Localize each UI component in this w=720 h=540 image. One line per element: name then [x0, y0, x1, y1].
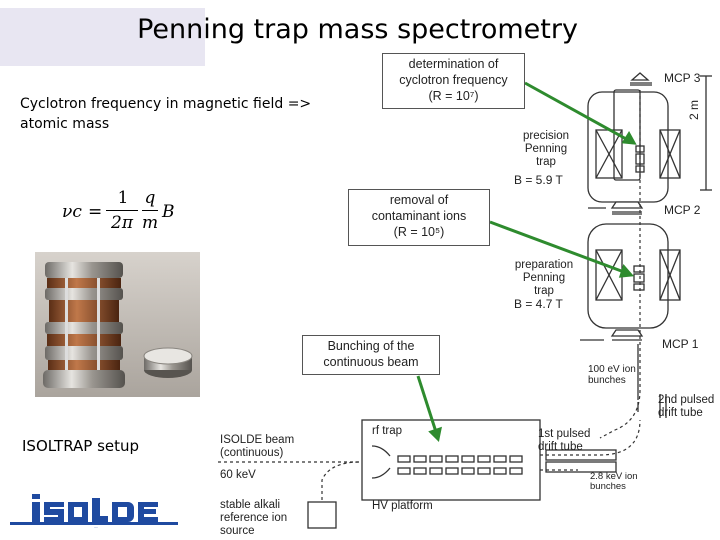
- callout-cyclotron-line1: determination of: [408, 57, 499, 71]
- page-title: Penning trap mass spectrometry: [137, 14, 578, 45]
- callout-removal-line2: contaminant ions: [371, 209, 467, 223]
- formula-rhs: B: [162, 202, 175, 222]
- trap-photo-illustration: [35, 252, 200, 397]
- formula-den2: m: [141, 213, 159, 233]
- formula-lhs: νc: [62, 202, 82, 222]
- callout-removal-line1: removal of: [389, 193, 449, 207]
- callout-bunching: Bunching of the continuous beam: [302, 335, 440, 375]
- label-height: 2 m: [687, 99, 701, 120]
- callout-cyclotron-frequency: determination of cyclotron frequency (R …: [382, 53, 525, 109]
- label-field-4-7: B = 4.7 T: [514, 297, 563, 311]
- callout-bunching-line2: continuous beam: [323, 355, 419, 369]
- label-hv-platform: HV platform: [372, 500, 433, 512]
- label-mcp1: MCP 1: [662, 337, 699, 351]
- label-isolde-beam: ISOLDE beam(continuous): [220, 434, 295, 459]
- setup-label: ISOLTRAP setup: [22, 437, 140, 455]
- formula-equals: =: [88, 202, 103, 222]
- label-mcp2: MCP 2: [664, 203, 701, 217]
- label-mcp3: MCP 3: [664, 71, 701, 85]
- callout-removal-line3: (R = 10⁵): [393, 225, 445, 239]
- callout-bunching-line1: Bunching of the: [327, 339, 415, 353]
- penning-trap-photo: [35, 252, 200, 397]
- label-rf-trap: rf trap: [372, 425, 403, 437]
- cyclotron-formula: νc = 1 2π q m B: [58, 188, 178, 234]
- label-energy: 60 keV: [220, 469, 256, 481]
- isolde-logo: ISOLDE: [10, 494, 178, 530]
- logo-text: ISOLDE: [94, 527, 98, 529]
- label-field-5-9: B = 5.9 T: [514, 173, 563, 187]
- formula-num2: q: [144, 188, 156, 208]
- callout-cyclotron-line2: cyclotron frequency: [399, 73, 508, 87]
- formula-num1: 1: [117, 188, 129, 208]
- callout-cyclotron-line3: (R = 10⁷): [428, 89, 479, 103]
- formula-den1: 2π: [111, 213, 133, 233]
- callout-removal: removal of contaminant ions (R = 10⁵): [348, 189, 490, 246]
- title-band: [0, 0, 720, 66]
- intro-line-2: atomic mass: [20, 116, 110, 132]
- isolde-logo-mark: ISOLDE: [10, 494, 178, 529]
- intro-line-1: Cyclotron frequency in magnetic field =>: [20, 96, 312, 112]
